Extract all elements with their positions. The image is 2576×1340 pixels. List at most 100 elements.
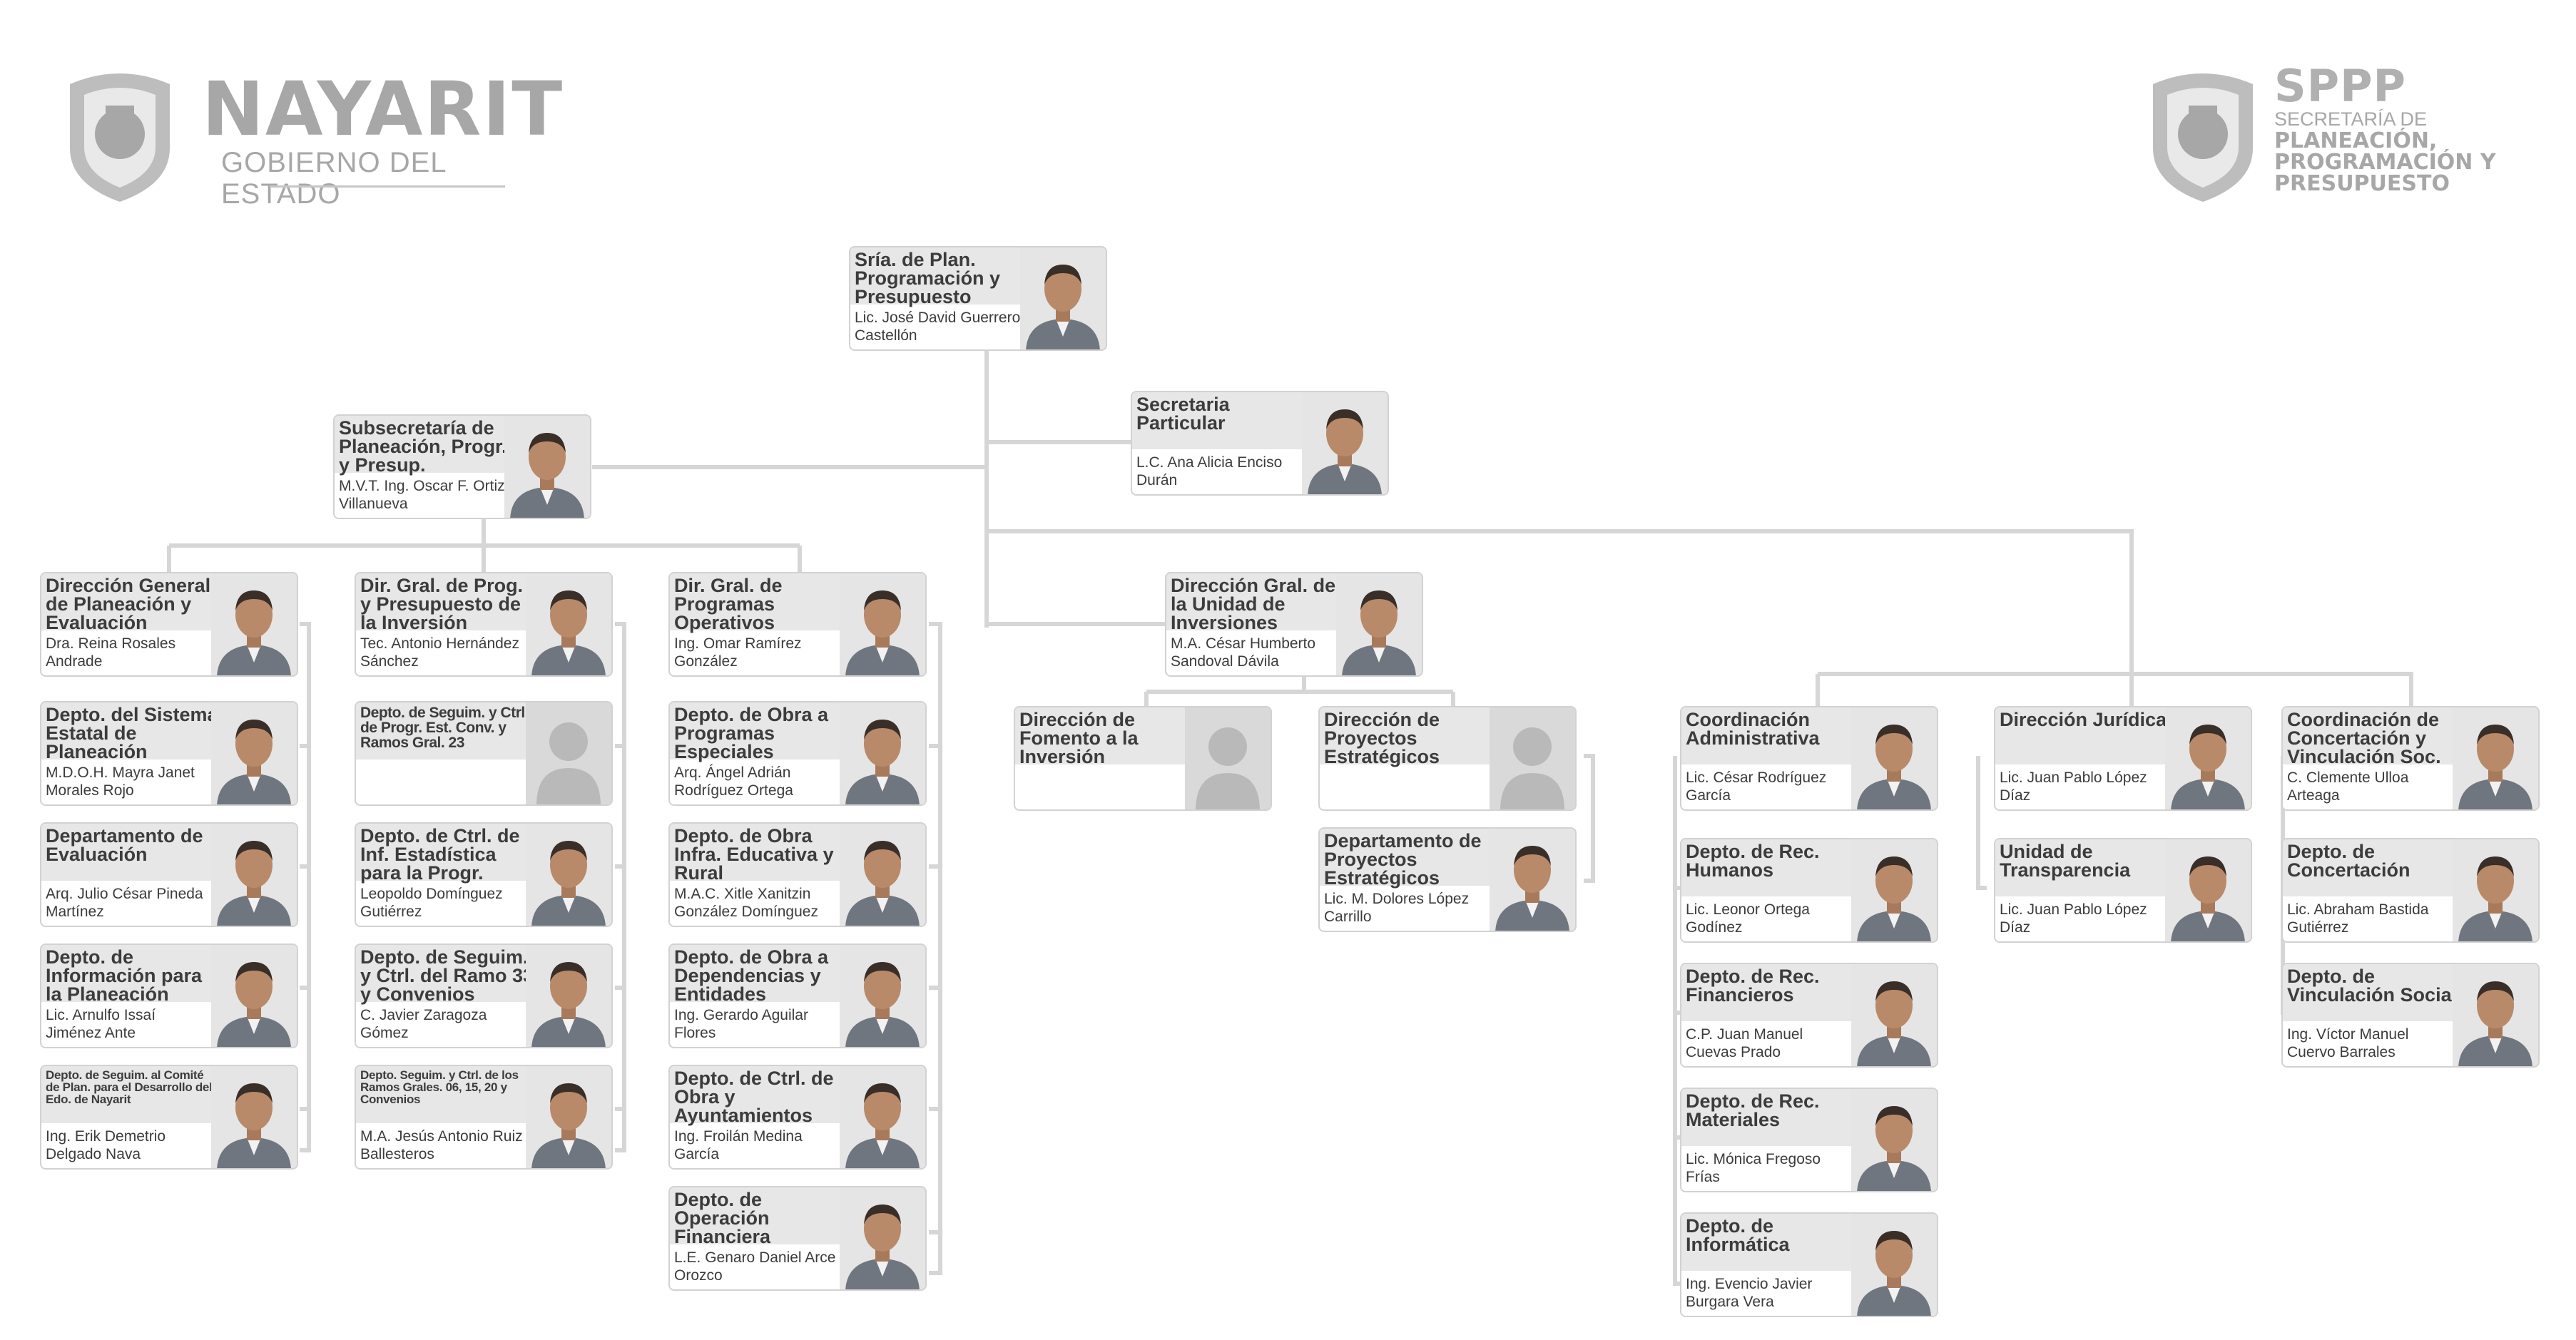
unit-title: Depto. de Obra a Dependencias y Entidade… xyxy=(674,946,829,1005)
unit-title: Unidad de Transparencia xyxy=(2000,841,2131,881)
placeholder-person-icon xyxy=(526,702,611,804)
unit-title: Depto. de Informática xyxy=(1686,1215,1790,1255)
title-band xyxy=(41,945,211,1002)
person-photo xyxy=(840,1066,925,1168)
title-band xyxy=(2283,964,2453,1021)
person-photo xyxy=(2453,964,2538,1066)
person-name: Ing. Omar Ramírez González xyxy=(674,635,802,670)
person-name: Ing. Erik Demetrio Delgado Nava xyxy=(46,1128,166,1162)
node-conv-ramos: Depto. de Seguim. y Ctrl. de Progr. Est.… xyxy=(355,701,613,806)
person-photo xyxy=(840,1187,925,1289)
person-name: M.A. César Humberto Sandoval Dávila xyxy=(1171,635,1316,670)
sppp-line-1: SECRETARÍA DE xyxy=(2274,108,2428,130)
node-dg-inversion: Dir. Gral. de Prog. y Presupuesto de la … xyxy=(355,572,613,677)
title-band xyxy=(670,824,840,881)
node-dependencias: Depto. de Obra a Dependencias y Entidade… xyxy=(668,943,927,1048)
unit-title: Dirección General de Planeación y Evalua… xyxy=(46,575,211,633)
placeholder-person-icon xyxy=(1185,707,1271,809)
person-name: C. Javier Zaragoza Gómez xyxy=(360,1007,487,1041)
node-unidad-inversiones: Dirección Gral. de la Unidad de Inversio… xyxy=(1165,572,1423,677)
node-sistema-estatal: Depto. del Sistema Estatal de Planeación… xyxy=(40,701,298,806)
title-band xyxy=(2283,707,2453,764)
title-band xyxy=(1995,839,2165,896)
person-name: Lic. Leonor Ortega Godínez xyxy=(1686,901,1810,936)
title-band xyxy=(1681,964,1851,1021)
unit-title: Depto. de Rec. Financieros xyxy=(1686,966,1820,1006)
person-name: L.C. Ana Alicia Enciso Durán xyxy=(1136,454,1283,489)
unit-title: Depto. de Rec. Humanos xyxy=(1686,841,1820,881)
person-photo xyxy=(1336,573,1422,675)
title-band xyxy=(356,945,526,1002)
unit-title: Coordinación de Concertación y Vinculaci… xyxy=(2287,709,2441,767)
person-photo xyxy=(2165,839,2251,941)
person-name: M.A. Jesús Antonio Ruiz Ballesteros xyxy=(360,1128,523,1162)
sppp-acronym: SPPP xyxy=(2274,60,2406,112)
person-photo xyxy=(1851,1214,1937,1316)
person-name: Ing. Gerardo Aguilar Flores xyxy=(674,1007,808,1041)
unit-title: Depto. del Sistema Estatal de Planeación xyxy=(46,704,218,762)
nayarit-logo: NAYARIT GOBIERNO DEL ESTADO xyxy=(56,63,569,210)
state-name: NAYARIT xyxy=(202,66,564,153)
unit-title: Dirección de Fomento a la Inversión xyxy=(1019,709,1139,767)
title-band xyxy=(670,573,840,630)
person-name: C. Clemente Ulloa Arteaga xyxy=(2287,769,2409,804)
unit-title: Depto. de Operación Financiera xyxy=(674,1189,771,1247)
title-band xyxy=(1681,707,1851,764)
person-photo xyxy=(2453,707,2538,809)
person-name: Lic. Juan Pablo López Díaz xyxy=(2000,769,2147,804)
unit-title: Depto. de Vinculación Social xyxy=(2287,966,2458,1006)
person-name: M.A.C. Xitle Xanitzin González Domínguez xyxy=(674,886,818,920)
person-photo xyxy=(211,1066,297,1168)
person-name: Ing. Evencio Javier Burgara Vera xyxy=(1686,1276,1813,1310)
node-informacion: Depto. de Información para la Planeación… xyxy=(40,943,298,1048)
unit-title: Sría. de Plan. Programación y Presupuest… xyxy=(855,249,1001,307)
person-name: M.D.O.H. Mayra Janet Morales Rojo xyxy=(46,764,195,799)
title-band xyxy=(356,1066,526,1123)
person-photo xyxy=(526,1066,611,1168)
person-photo xyxy=(2453,839,2538,941)
unit-title: Depto. de Concertación xyxy=(2287,841,2410,881)
person-name: Lic. José David Guerrero Castellón xyxy=(855,310,1021,344)
unit-title: Depto. de Obra Infra. Educativa y Rural xyxy=(674,825,834,884)
person-photo xyxy=(504,416,590,518)
person-photo xyxy=(526,573,611,675)
person-photo xyxy=(211,945,297,1047)
person-name: Lic. Abraham Bastida Gutiérrez xyxy=(2287,901,2429,936)
sppp-line-3: PROGRAMACIÓN Y xyxy=(2274,150,2496,175)
unit-title: Dir. Gral. de Programas Operativos xyxy=(674,575,783,633)
unit-title: Departamento de Evaluación xyxy=(46,825,203,865)
title-band xyxy=(356,702,526,759)
unit-title: Dirección Jurídica xyxy=(2000,709,2167,730)
person-photo xyxy=(1851,1089,1937,1191)
node-fomento: Dirección de Fomento a la Inversión xyxy=(1014,706,1272,811)
title-band xyxy=(850,247,1020,305)
unit-title: Coordinación Administrativa xyxy=(1686,709,1820,749)
state-subtitle: GOBIERNO DEL ESTADO xyxy=(221,147,447,210)
unit-title: Depto. de Ctrl. de Inf. Estadística para… xyxy=(360,825,520,884)
placeholder-person-icon xyxy=(1490,707,1575,809)
sppp-logo: SPPP SECRETARÍA DE PLANEACIÓN, PROGRAMAC… xyxy=(2139,63,2538,205)
title-band xyxy=(1681,1089,1851,1146)
unit-title: Dirección Gral. de la Unidad de Inversio… xyxy=(1171,575,1336,633)
person-name: Lic. M. Dolores López Carrillo xyxy=(1324,891,1470,925)
title-band xyxy=(1995,707,2165,764)
person-name: Lic. Arnulfo Issaí Jiménez Ante xyxy=(46,1007,156,1041)
person-photo xyxy=(2165,707,2251,809)
node-dg-planeacion: Dirección General de Planeación y Evalua… xyxy=(40,572,298,677)
node-comite: Depto. de Seguim. al Comité de Plan. par… xyxy=(40,1065,298,1170)
unit-title: Depto. de Seguim. y Ctrl. del Ramo 33 y … xyxy=(360,946,534,1005)
node-secretaria: Sría. de Plan. Programación y Presupuest… xyxy=(849,246,1107,351)
person-photo xyxy=(211,573,297,675)
title-band xyxy=(1681,839,1851,896)
person-photo xyxy=(1020,247,1106,349)
person-name: Lic. Juan Pablo López Díaz xyxy=(2000,901,2147,936)
